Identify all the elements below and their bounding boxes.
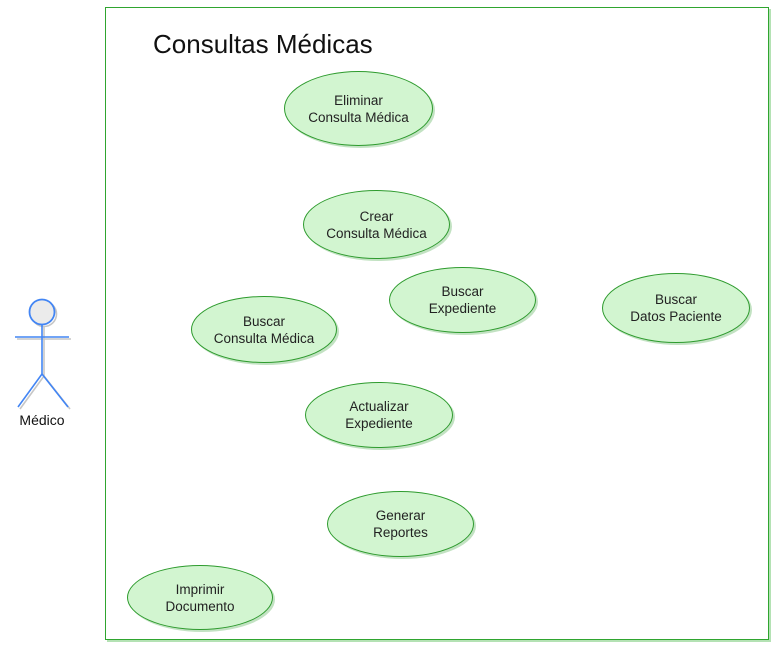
usecase-label-line: Buscar xyxy=(654,292,698,307)
usecase-eliminar-consulta-medica[interactable]: Eliminar Consulta Médica xyxy=(284,71,433,146)
usecase-imprimir-documento[interactable]: Imprimir Documento xyxy=(127,565,273,630)
usecase-label-line: Buscar xyxy=(242,313,286,329)
usecase-label-line: Expediente xyxy=(428,301,497,316)
actor-label: Médico xyxy=(19,412,65,428)
usecase-actualizar-expediente[interactable]: Actualizar Expediente xyxy=(305,382,453,448)
usecase-label-line: Datos Paciente xyxy=(630,309,722,324)
actor-body xyxy=(15,298,69,408)
usecase-label-line: Consulta Médica xyxy=(308,109,409,125)
actor-head xyxy=(28,298,56,326)
usecase-buscar-datos-paciente[interactable]: Buscar Datos Paciente xyxy=(602,273,750,343)
usecase-generar-reportes[interactable]: Generar Reportes xyxy=(327,491,474,557)
usecase-label-line: Consulta Médica xyxy=(326,225,427,241)
usecase-label-line: Eliminar xyxy=(334,92,383,108)
usecase-label-line: Actualizar xyxy=(349,399,409,414)
system-boundary xyxy=(105,7,769,640)
usecase-crear-consulta-medica[interactable]: Crear Consulta Médica xyxy=(303,190,450,259)
usecase-label-line: Reportes xyxy=(373,525,428,540)
usecase-label-line: Documento xyxy=(165,598,235,614)
usecase-buscar-expediente[interactable]: Buscar Expediente xyxy=(389,267,536,333)
usecase-label-line: Consulta Médica xyxy=(213,330,315,346)
usecase-label-line: Crear xyxy=(359,208,394,224)
usecase-label-line: Imprimir xyxy=(175,581,225,597)
usecase-buscar-consulta-medica[interactable]: Buscar Consulta Médica xyxy=(191,296,337,363)
usecase-label-line: Buscar xyxy=(441,284,484,299)
usecase-label-line: Expediente xyxy=(345,416,413,431)
usecase-label-line: Generar xyxy=(375,508,426,523)
diagram-title: Consultas Médicas xyxy=(153,29,373,59)
actor-medico-figure[interactable] xyxy=(10,296,74,412)
